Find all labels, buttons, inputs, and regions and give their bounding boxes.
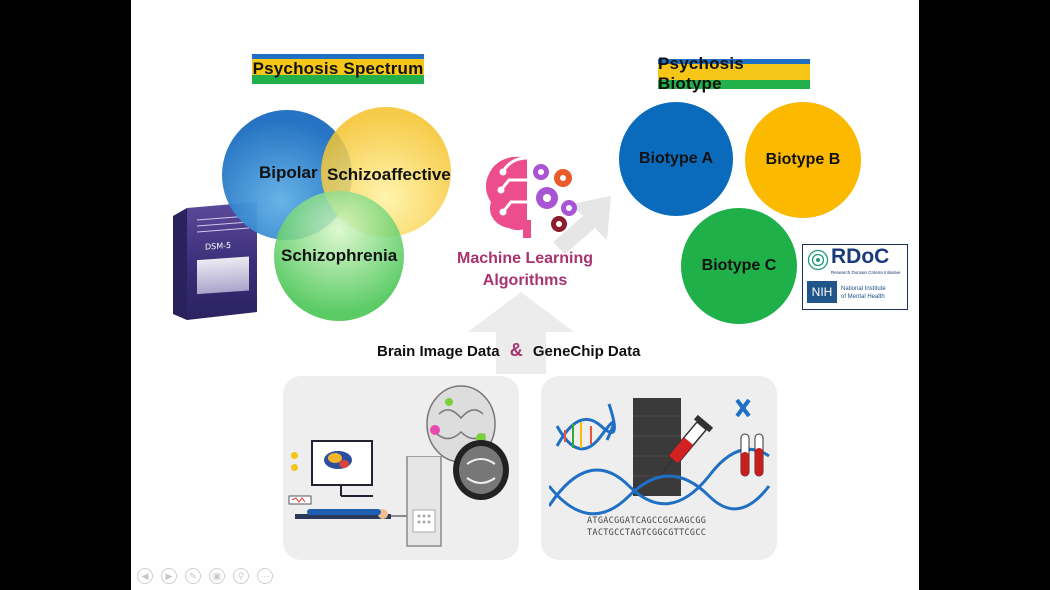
machine-learning-label: Machine Learning Algorithms	[441, 248, 609, 292]
indicator-dot	[291, 452, 298, 459]
genechip-panel: ATGACGGATCAGCCGCAAGCGG TACTGCCTAGTCGGCGT…	[541, 376, 777, 560]
dsm5-book-icon: DSM-5	[173, 202, 257, 320]
dna-helix-icon	[549, 398, 771, 516]
rdoc-title: RDoC	[831, 245, 890, 268]
mri-scanner-icon	[288, 456, 442, 547]
schizophrenia-label: Schizophrenia	[281, 246, 398, 265]
ml-line2: Algorithms	[482, 272, 568, 289]
rdoc-nih-logo: RDoC Research Domain Criteria Initiative…	[802, 244, 908, 310]
nih-line2: of Mental Health	[841, 294, 885, 300]
brain-image-panel	[283, 376, 519, 560]
indicator-dot	[291, 464, 298, 471]
dna-sequence-bottom: TACTGCCTAGTCGGCGTTCGCC	[587, 528, 707, 538]
genechip-data-label: GeneChip Data	[532, 343, 641, 360]
nih-name: National Institute of Mental Health	[841, 285, 886, 301]
brain-image-data-label: Brain Image Data	[377, 343, 500, 360]
diagonal-arrow	[553, 196, 611, 254]
schizoaffective-label: Schizoaffective	[327, 165, 451, 184]
data-sources-line: Brain Image Data & GeneChip Data	[377, 340, 640, 361]
monitor-icon	[311, 440, 373, 497]
rdoc-subtitle: Research Domain Criteria Initiative	[831, 270, 901, 275]
brain-gears-icon	[485, 156, 577, 238]
zoom-icon[interactable]: ⚲	[233, 568, 249, 584]
biotype-c-circle: Biotype C	[681, 208, 797, 324]
schizophrenia-circle	[274, 191, 404, 321]
slides-icon[interactable]: ▣	[209, 568, 225, 584]
bipolar-label: Bipolar	[259, 163, 318, 182]
forward-icon[interactable]: ▶	[161, 568, 177, 584]
biotype-b-label: Biotype B	[765, 151, 841, 168]
nih-line1: National Institute	[841, 286, 886, 292]
svg-text:DSM-5: DSM-5	[205, 241, 231, 252]
nih-badge: NIH	[807, 281, 837, 303]
psychosis-spectrum-title: Psychosis Spectrum	[252, 54, 424, 84]
rdoc-mandala-icon	[807, 249, 829, 271]
back-icon[interactable]: ◀	[137, 568, 153, 584]
ampersand: &	[509, 340, 523, 360]
biotype-b-circle: Biotype B	[745, 102, 861, 218]
psychosis-biotype-title: Psychosis Biotype	[658, 54, 810, 93]
slide: Psychosis Spectrum Psychosis Biotype DSM…	[131, 0, 919, 590]
biotype-a-circle: Biotype A	[619, 102, 733, 216]
dna-sequence-top: ATGACGGATCAGCCGCAAGCGG	[587, 516, 707, 526]
biotype-c-label: Biotype C	[701, 257, 777, 274]
ml-line1: Machine Learning	[456, 250, 594, 267]
biotype-a-label: Biotype A	[638, 150, 714, 167]
upward-arrow	[468, 292, 574, 374]
pen-icon[interactable]: ✎	[185, 568, 201, 584]
more-icon[interactable]: ⋯	[257, 568, 273, 584]
brain-scan-icon	[426, 385, 509, 500]
